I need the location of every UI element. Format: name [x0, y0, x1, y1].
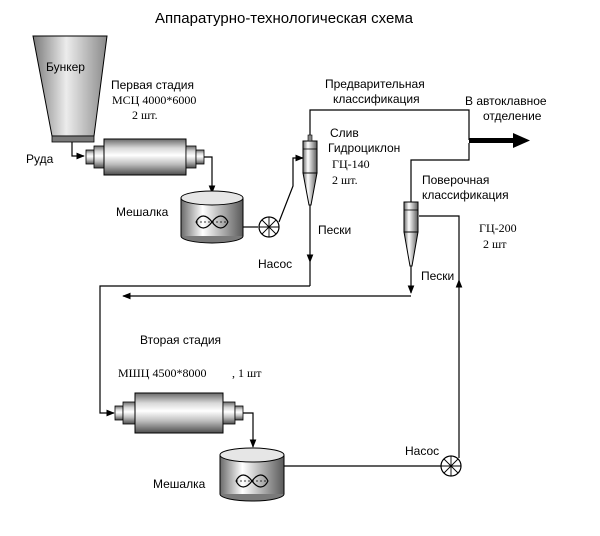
- mill1-discharge-line: [204, 156, 216, 194]
- autoclave-line2: отделение: [483, 109, 542, 123]
- overflow-label: Слив: [330, 126, 359, 140]
- mill2-discharge-line: [243, 412, 257, 448]
- check-class-line1: Поверочная: [422, 173, 489, 187]
- gc200-hydrocyclone: [403, 201, 419, 267]
- autoclave-line1: В автоклавное: [465, 94, 547, 108]
- pump2-label: Насос: [405, 444, 439, 458]
- stage2-title: Вторая стадия: [140, 333, 221, 347]
- stage2-feed-line: [99, 297, 115, 417]
- gc140-label: ГЦ-140: [332, 157, 370, 171]
- pump2-icon: [440, 455, 462, 477]
- gc140-qty: 2 шт.: [332, 173, 358, 187]
- sands1-label: Пески: [318, 223, 351, 237]
- prelim-class-line2: классификация: [333, 92, 420, 106]
- stage1-title: Первая стадия: [111, 78, 194, 92]
- sands2-label: Пески: [421, 269, 454, 283]
- mixer2: [219, 447, 285, 502]
- mixer1-label: Мешалка: [116, 205, 169, 219]
- gc200-label: ГЦ-200: [479, 221, 517, 235]
- hydrocyclone-label: Гидроциклон: [328, 141, 400, 155]
- check-class-line2: классификация: [422, 188, 509, 202]
- prelim-class-line1: Предварительная: [325, 77, 425, 91]
- pump1-label: Насос: [258, 257, 292, 271]
- bunker: [32, 35, 108, 143]
- stage1-mill-label: МСЦ 4000*6000: [112, 93, 196, 107]
- gc140-overflow-line: [309, 109, 470, 140]
- stage2-mill-label: МШЦ 4500*8000: [118, 366, 206, 380]
- bunker-label: Бункер: [46, 60, 85, 74]
- pump1-to-gc140-line: [278, 154, 304, 223]
- gc200-overflow-line: [410, 143, 470, 202]
- stage1-qty: 2 шт.: [132, 108, 158, 122]
- stage2-qty: , 1 шт: [232, 366, 262, 380]
- mixer2-label: Мешалка: [153, 477, 206, 491]
- sands-collector-line: [99, 285, 310, 297]
- diagram-title: Аппаратурно-технологическая схема: [155, 10, 414, 27]
- stage1-mill: [85, 138, 205, 176]
- mixer1: [180, 190, 244, 244]
- pump1-icon: [258, 216, 280, 238]
- bunker-feed-line: [71, 142, 85, 160]
- autoclave-output-arrow: [469, 133, 530, 148]
- stage2-mill: [114, 392, 244, 434]
- gc140-hydrocyclone: [302, 134, 318, 206]
- ore-label: Руда: [26, 152, 54, 166]
- gc200-qty: 2 шт: [483, 237, 507, 251]
- gc200-feed-line: [419, 215, 460, 280]
